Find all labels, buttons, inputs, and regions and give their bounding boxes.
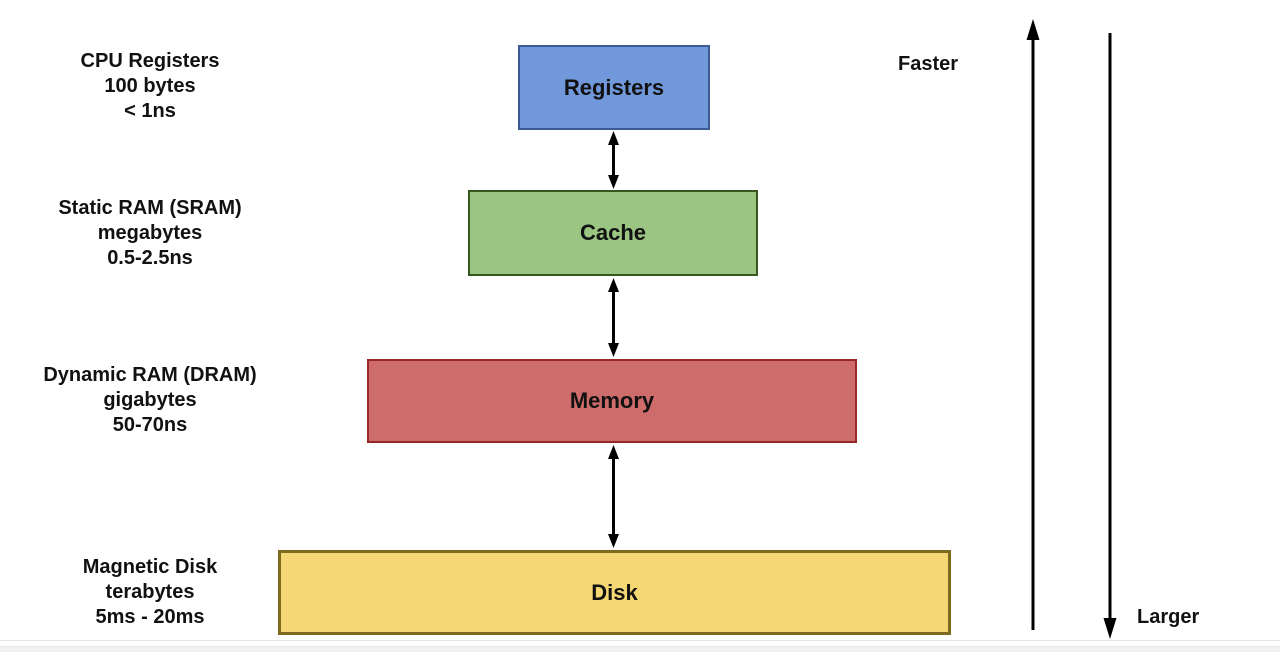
- connector-arrow-cache-memory: [608, 278, 619, 357]
- cache-box-label: Cache: [579, 220, 647, 245]
- side-label-cpu-registers: CPU Registers 100 bytes < 1ns: [20, 49, 280, 124]
- side-label-dram: Dynamic RAM (DRAM) gigabytes 50-70ns: [20, 363, 280, 438]
- cache-box: Cache: [468, 190, 758, 276]
- side-label-line: < 1ns: [124, 100, 176, 122]
- memory-box: Memory: [367, 359, 857, 443]
- memory-box-label: Memory: [569, 388, 655, 413]
- faster-up-arrow: [1026, 19, 1040, 630]
- disk-box-label: Disk: [591, 579, 638, 605]
- page-bottom-divider: [0, 640, 1280, 641]
- disk-box: Disk: [278, 550, 951, 635]
- side-label-line: terabytes: [105, 581, 195, 603]
- side-label-line: gigabytes: [103, 389, 197, 411]
- registers-box: Registers: [518, 45, 710, 130]
- side-label-sram: Static RAM (SRAM) megabytes 0.5-2.5ns: [20, 196, 280, 271]
- side-label-line: 50-70ns: [112, 414, 188, 436]
- side-label-line: Dynamic RAM (DRAM): [43, 364, 257, 386]
- connector-arrow-registers-cache: [608, 131, 619, 189]
- side-label-magnetic-disk: Magnetic Disk terabytes 5ms - 20ms: [20, 555, 280, 630]
- side-label-line: 5ms - 20ms: [95, 606, 205, 628]
- side-label-line: 0.5-2.5ns: [107, 247, 193, 269]
- side-label-line: CPU Registers: [80, 50, 220, 72]
- side-label-line: 100 bytes: [104, 75, 196, 97]
- side-label-line: Static RAM (SRAM): [58, 197, 242, 219]
- page-bottom-edge: [0, 646, 1280, 652]
- side-label-line: Magnetic Disk: [82, 556, 218, 578]
- faster-label: Faster: [898, 53, 959, 75]
- side-label-line: megabytes: [97, 222, 203, 244]
- connector-arrow-memory-disk: [608, 445, 619, 548]
- larger-label: Larger: [1137, 606, 1200, 628]
- larger-down-arrow: [1103, 33, 1117, 639]
- registers-box-label: Registers: [563, 74, 665, 100]
